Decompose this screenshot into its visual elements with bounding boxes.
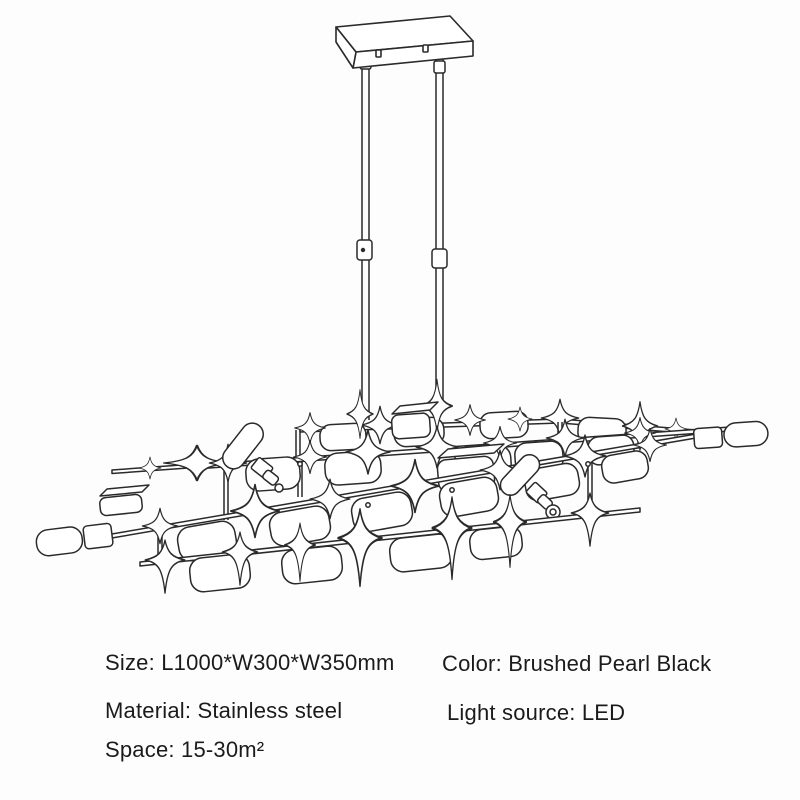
lamp-box [390,412,432,440]
lamp-box-top [437,443,505,459]
right-end-bulb [692,420,769,450]
bulb-capsule [723,420,769,448]
left-hang-rod [361,44,370,420]
frame-opening [280,545,344,585]
angled-bulb-left [222,422,284,493]
frame-opening [388,533,454,573]
canopy-screw [375,49,382,58]
star-connector [570,492,610,547]
canopy-screw [422,44,429,53]
chandelier-body [35,378,769,594]
spec-color: Color: Brushed Pearl Black [442,651,712,676]
canopy-left-face [335,26,357,69]
spec-material: Material: Stainless steel [105,698,343,723]
lamp-box [99,493,143,517]
right-hang-rod [435,40,444,410]
bulb-socket [82,522,114,550]
left-rod-joint-screw [360,247,366,253]
hang-rods [356,40,448,420]
node-dots [297,461,591,508]
angled-bulb-right [499,454,561,520]
star-connector [138,456,162,480]
left-end-bulb [35,522,114,557]
spec-light-source: Light source: LED [447,700,626,725]
bulb-socket [692,426,724,450]
bulb-socket-end [274,483,284,493]
star-connector [141,507,179,545]
right-rod-collar [433,60,446,74]
spec-space: Space: 15-30m² [105,737,265,762]
front-bottom-rail [139,492,641,594]
ceiling-canopy [335,15,474,69]
chandelier-line-drawing [35,15,769,594]
lamp-box-top [391,401,439,415]
frame-opening [188,553,252,593]
frame-opening [350,491,414,533]
bulb-capsule [35,526,84,557]
frame-opening [600,450,650,484]
lamp-box-top [99,484,150,497]
spec-size: Size: L1000*W300*W350mm [105,650,395,675]
bulb-socket-end-inner [549,508,557,516]
right-rod-joint [431,248,448,269]
